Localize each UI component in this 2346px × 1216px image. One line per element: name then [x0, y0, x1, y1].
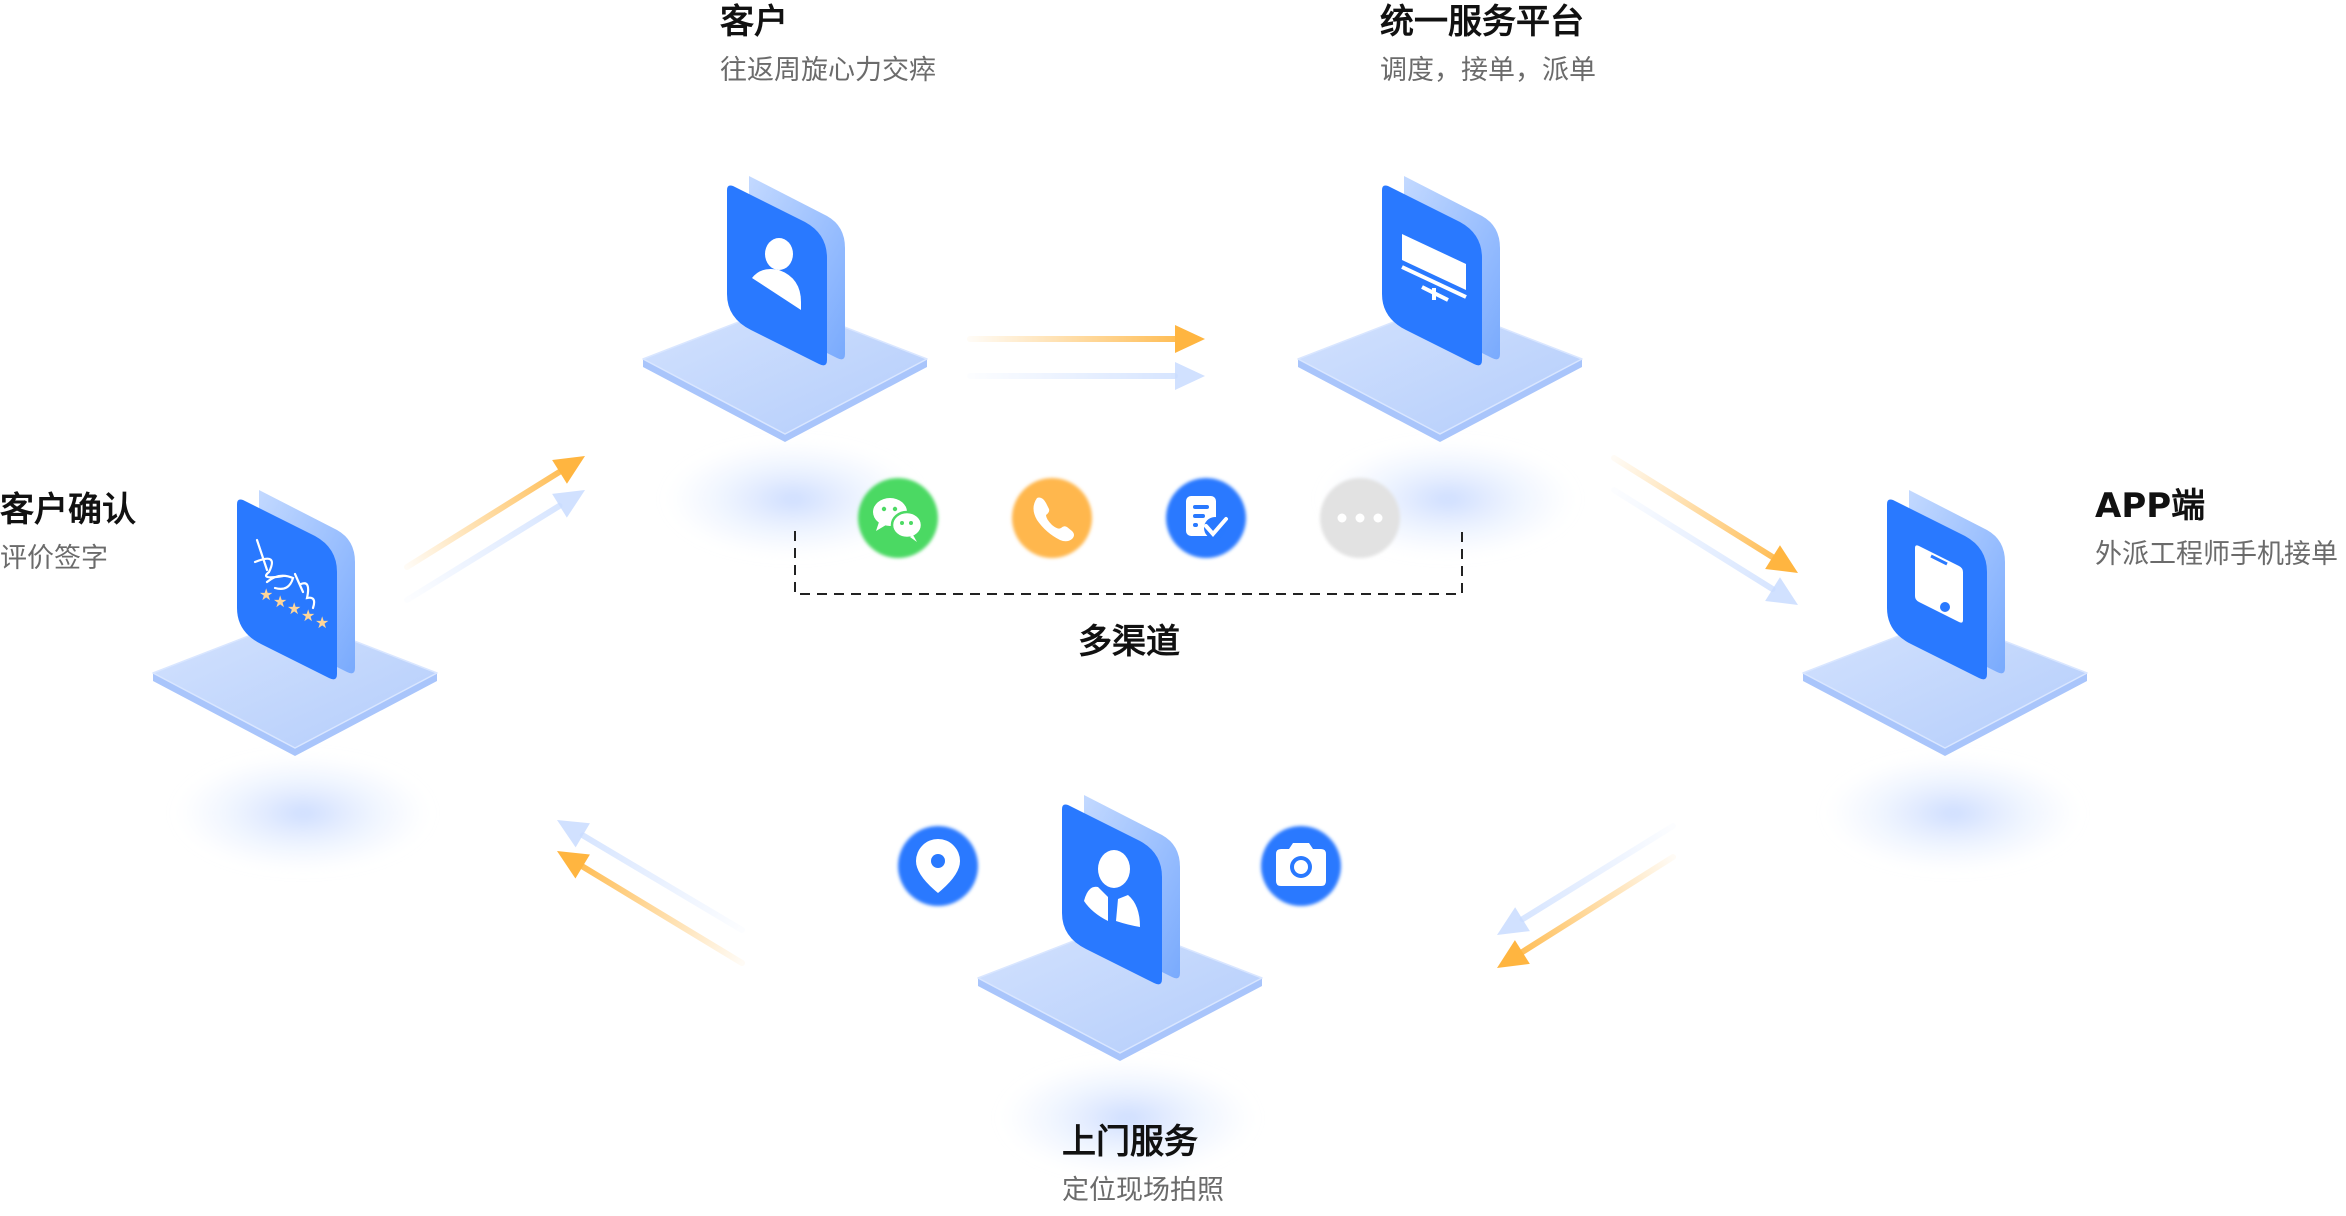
node-label-platform: 统一服务平台 调度，接单，派单	[1380, 2, 1596, 88]
arrow-shadow-head	[552, 490, 585, 518]
wechat-icon	[873, 498, 924, 542]
rating-star-icon: ★	[273, 592, 287, 611]
node-app	[1802, 490, 2088, 873]
node-title: 上门服务	[1062, 1122, 1198, 1162]
engineer-icon	[1084, 850, 1140, 927]
node-label-confirm: 客户确认 评价签字	[0, 490, 136, 576]
rating-star-icon: ★	[315, 613, 329, 632]
node-confirm: ★★★★★	[152, 490, 438, 873]
channels-label: 多渠道	[1078, 622, 1180, 662]
platform-shadow	[173, 753, 433, 873]
camera-badge	[1261, 826, 1341, 906]
arrow-main-head	[552, 456, 585, 484]
arrow-main-shaft	[1519, 854, 1676, 955]
rating-star-icon: ★	[301, 606, 315, 625]
card-front	[237, 499, 337, 680]
arrow-main-head	[1765, 545, 1798, 573]
rating-star-icon: ★	[287, 599, 301, 618]
arrow-confirm-to-customer	[404, 456, 585, 603]
arrow-shadow-shaft	[1519, 823, 1676, 923]
node-label-onsite: 上门服务 定位现场拍照	[1062, 1122, 1224, 1208]
arrow-onsite-to-confirm	[557, 820, 745, 966]
channel-wechat[interactable]	[858, 478, 938, 558]
node-platform	[1297, 176, 1583, 559]
user-head	[765, 238, 793, 270]
card-front	[1382, 185, 1482, 366]
arrow-shadow-head	[557, 820, 590, 848]
mobile-phone-icon	[1915, 545, 1963, 623]
node-subtitle: 调度，接单，派单	[1380, 55, 1596, 86]
arrow-main-head	[1175, 325, 1205, 353]
platform-slab	[642, 303, 928, 435]
arrow-shadow-shaft	[579, 832, 745, 933]
rating-star-icon: ★	[259, 585, 273, 604]
channel-more[interactable]	[1320, 478, 1400, 558]
channel-form[interactable]	[1166, 478, 1246, 558]
node-onsite	[977, 795, 1263, 1178]
platform-shadow	[1823, 753, 2083, 873]
node-subtitle: 定位现场拍照	[1062, 1175, 1224, 1206]
node-title: 客户确认	[0, 490, 136, 530]
arrow-shadow-shaft	[404, 502, 563, 603]
location-badge	[898, 826, 978, 906]
platform-slab	[1297, 303, 1583, 435]
node-title: 统一服务平台	[1380, 2, 1584, 42]
platform-shadow	[663, 439, 923, 559]
arrow-shadow-head	[1497, 907, 1530, 935]
more-icon	[1337, 513, 1383, 523]
arrow-platform-to-app	[1611, 455, 1798, 605]
card-front	[1062, 804, 1162, 985]
node-title: 客户	[720, 2, 788, 42]
arrow-shadow-head	[1175, 362, 1205, 390]
user-icon	[752, 238, 801, 310]
platform-shadow	[998, 1058, 1258, 1178]
node-customer	[642, 176, 928, 559]
arrow-customer-to-platform	[967, 325, 1205, 390]
node-label-app: APP端 外派工程师手机接单	[2095, 486, 2338, 572]
node-label-customer: 客户 往返周旋心力交瘁	[720, 2, 936, 88]
form-check-icon	[1186, 496, 1228, 539]
arrow-main-head	[1497, 940, 1530, 968]
arrow-app-to-onsite	[1497, 823, 1676, 968]
node-subtitle: 外派工程师手机接单	[2095, 539, 2338, 570]
arrow-shadow-head	[1765, 577, 1798, 605]
node-subtitle: 往返周旋心力交瘁	[720, 55, 936, 86]
arrow-shadow-shaft	[1611, 487, 1776, 593]
node-subtitle: 评价签字	[0, 543, 108, 574]
arrow-main-head	[557, 851, 590, 879]
channel-phone[interactable]	[1012, 478, 1092, 558]
signature-rating-icon: ★★★★★	[253, 538, 329, 632]
arrow-main-shaft	[579, 863, 745, 966]
platform-slab	[152, 617, 438, 749]
platform-slab	[1802, 617, 2088, 749]
monitor-icon	[1401, 234, 1467, 302]
channel-bracket	[794, 531, 1463, 595]
arrow-main-shaft	[1611, 455, 1776, 561]
platform-slab	[977, 922, 1263, 1054]
phone-icon	[1033, 497, 1074, 542]
arrow-main-shaft	[404, 468, 563, 570]
camera-icon	[1276, 843, 1326, 886]
node-title: APP端	[2095, 486, 2206, 526]
